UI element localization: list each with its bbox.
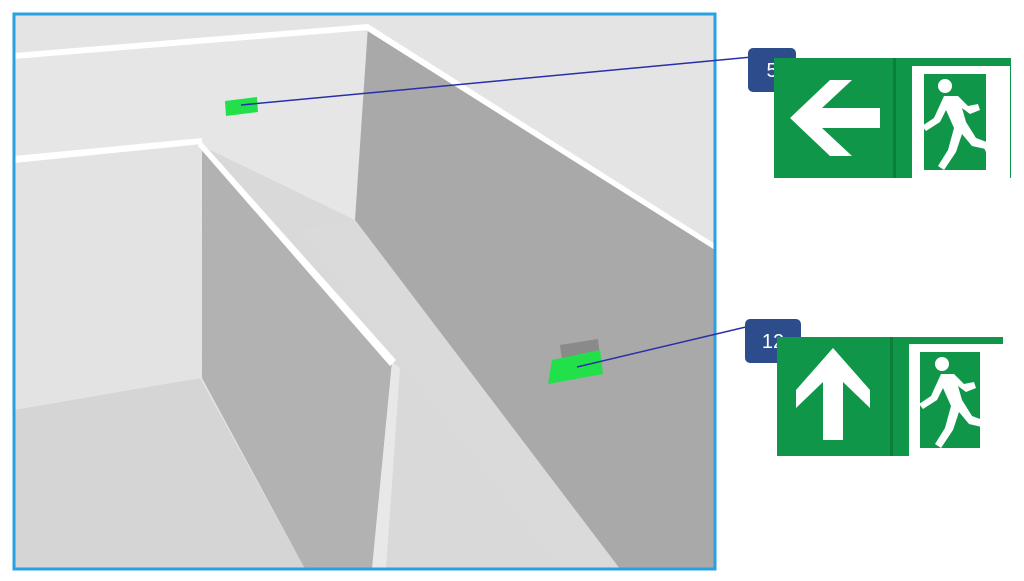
callout-label-5: 5 bbox=[766, 60, 777, 82]
back-wall-left bbox=[14, 26, 368, 220]
leader-line-12 bbox=[576, 325, 751, 368]
partition-wall-end bbox=[372, 362, 400, 569]
back-wall-top-edge bbox=[14, 24, 368, 59]
partition-wall-face bbox=[202, 143, 392, 569]
arrow-left-icon bbox=[790, 80, 880, 156]
left-wall-top-edge bbox=[14, 138, 202, 163]
leader-line-5 bbox=[240, 56, 753, 106]
corridor-3d-scene bbox=[12, 12, 717, 571]
right-wall-face bbox=[355, 26, 715, 569]
exit-sign-arrow-left-running-man-icon bbox=[774, 58, 1011, 178]
sign-marker-12[interactable] bbox=[548, 350, 603, 384]
running-man-door-icon bbox=[909, 344, 1003, 456]
arrow-up-icon bbox=[796, 348, 870, 440]
right-wall-top-edge bbox=[366, 24, 715, 250]
scene-frame bbox=[12, 12, 717, 571]
left-room-floor bbox=[14, 378, 305, 569]
running-man-door-icon bbox=[912, 66, 1010, 178]
exit-sign-arrow-up-running-man-icon bbox=[777, 337, 1003, 456]
floor-strip bbox=[300, 220, 620, 569]
left-room-wall bbox=[14, 143, 202, 408]
sign-marker-5[interactable] bbox=[225, 97, 258, 116]
partition-wall-top-edge bbox=[198, 140, 396, 366]
